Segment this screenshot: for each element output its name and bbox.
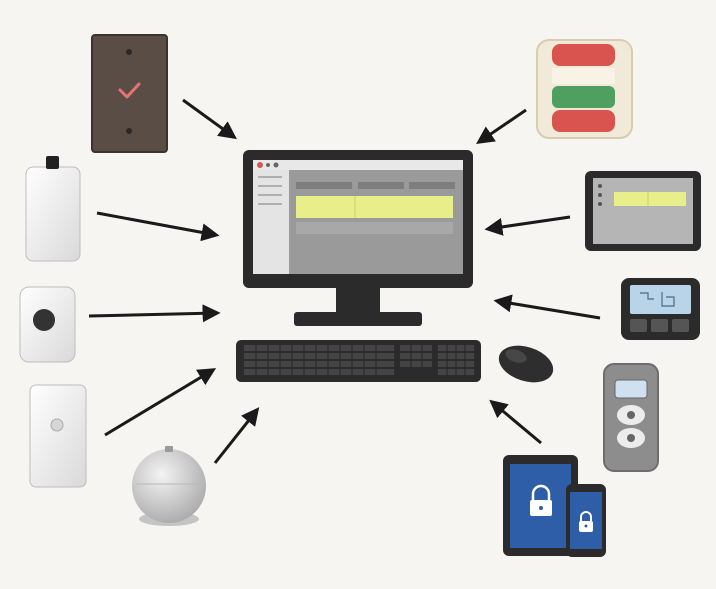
key-fob-icon bbox=[617, 405, 645, 448]
arrow-from-tablet bbox=[484, 215, 571, 236]
arrow-from-pendant bbox=[96, 211, 220, 242]
arrow-from-bell bbox=[213, 407, 260, 464]
checkmark-icon bbox=[118, 82, 141, 99]
tablet-icon bbox=[593, 178, 693, 244]
door-contact-sensor bbox=[29, 384, 87, 488]
pager-display bbox=[621, 278, 700, 340]
doorbell-push-button bbox=[19, 286, 76, 363]
arrows bbox=[88, 98, 601, 464]
dome-bell-chime bbox=[132, 446, 206, 526]
red-green-signal-light bbox=[536, 39, 633, 139]
arrow-from-pager bbox=[493, 294, 601, 320]
signal-light-icon bbox=[552, 44, 615, 132]
wall-checkmark-switch bbox=[91, 34, 168, 153]
bell-icon bbox=[132, 449, 206, 523]
pager-icon bbox=[630, 285, 691, 314]
arrow-from-signal-light bbox=[476, 108, 527, 145]
monitor-neck bbox=[336, 288, 380, 314]
pendant-icon bbox=[46, 156, 59, 169]
key-fob-remote bbox=[603, 363, 659, 472]
mobile-lock-devices bbox=[503, 455, 606, 557]
monitor-stand bbox=[294, 312, 422, 326]
keyboard-icon bbox=[236, 340, 481, 382]
pendant-transmitter bbox=[25, 156, 81, 262]
tablet-dashboard bbox=[585, 171, 701, 251]
arrow-from-wall-switch bbox=[182, 98, 237, 140]
arrow-from-push-button bbox=[88, 304, 221, 323]
arrow-from-mobile bbox=[489, 399, 542, 445]
arrow-from-door-sensor bbox=[104, 368, 217, 437]
door-sensor-icon bbox=[50, 418, 64, 432]
mouse-icon bbox=[498, 345, 554, 383]
push-button-icon bbox=[33, 309, 55, 331]
desktop-computer bbox=[236, 150, 554, 383]
monitor-icon bbox=[243, 150, 473, 288]
